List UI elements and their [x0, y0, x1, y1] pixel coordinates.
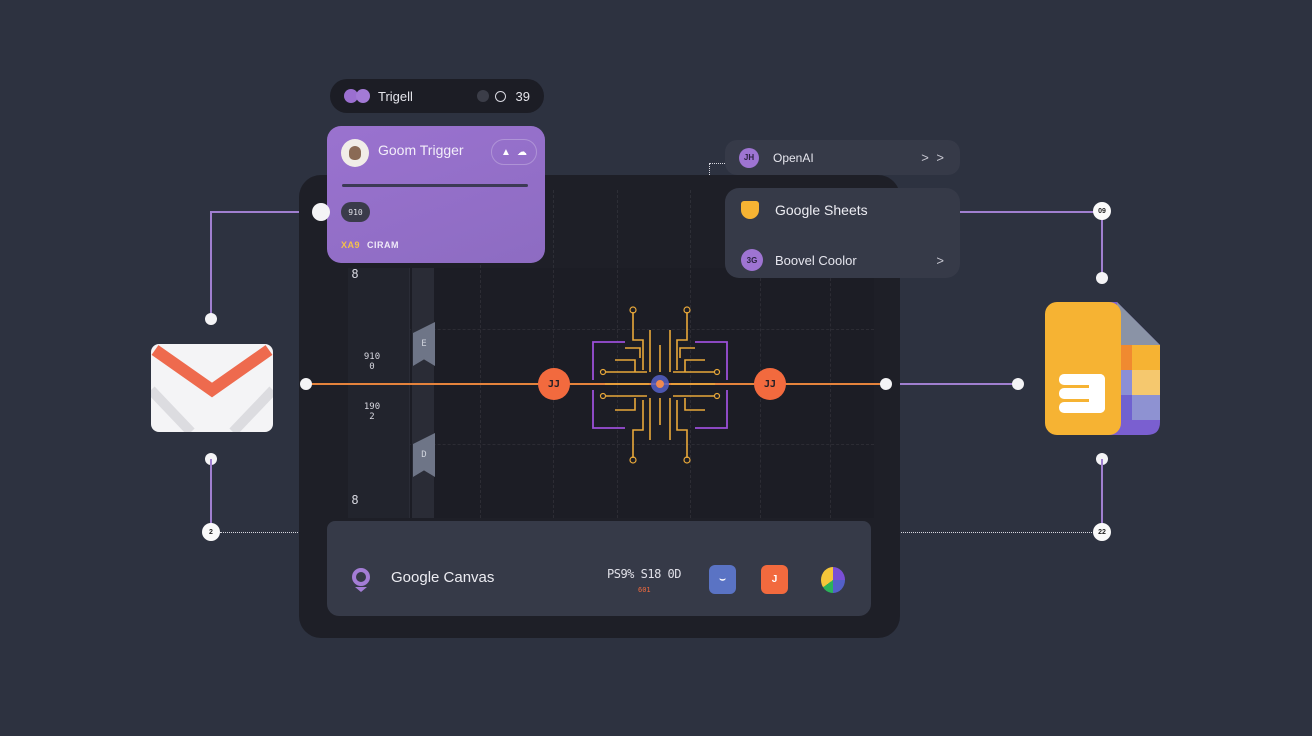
trigger-chip[interactable]: 910 — [341, 202, 370, 222]
canvas-grid-area[interactable] — [348, 268, 874, 518]
slides-input-node[interactable] — [1012, 378, 1024, 390]
gmail-icon[interactable] — [151, 344, 273, 432]
location-pin-icon — [352, 568, 370, 592]
connector-slides-badge-v — [1101, 459, 1103, 525]
canvas-label: Google Canvas — [391, 569, 495, 586]
connector-node[interactable] — [205, 313, 217, 325]
canvas-stats-sub: 601 — [638, 586, 651, 594]
ring-icon[interactable] — [494, 90, 506, 102]
rail-label-lower: 190 2 — [363, 402, 381, 422]
blue-action-button[interactable]: ⌣ — [709, 565, 736, 594]
color-label: Boovel Coolor — [775, 252, 857, 268]
grid-line — [553, 190, 554, 518]
color-row[interactable]: 3G Boovel Coolor > — [741, 249, 946, 271]
connector-sheets-slides-h — [960, 211, 1100, 213]
avatar — [341, 139, 369, 167]
openai-icon: JH — [739, 147, 759, 168]
google-slides-icon[interactable] — [1045, 302, 1160, 435]
chevron-right-icon[interactable]: > — [936, 252, 946, 268]
grid-line — [830, 268, 831, 518]
connector-node[interactable] — [1096, 272, 1108, 284]
pin-icon[interactable]: ▲ — [501, 146, 511, 158]
trigger-footer: XA9 CIRAM — [341, 240, 399, 250]
trigger-title: Goom Trigger — [378, 142, 464, 158]
grid-line — [348, 444, 874, 445]
sheets-integration-card[interactable]: Google Sheets 3G Boovel Coolor > — [725, 188, 960, 278]
rail-marker-top: 8 — [351, 267, 359, 281]
connector-processor-slides — [886, 383, 1018, 385]
cloud-icon[interactable]: ☁ — [516, 146, 527, 158]
google-sheets-icon — [741, 201, 759, 219]
connector-trigger-gmail-v — [210, 211, 212, 319]
pill-label: Trigell — [378, 88, 413, 104]
grid-line — [480, 190, 481, 518]
sheets-label: Google Sheets — [775, 202, 868, 218]
flow-node-left[interactable] — [300, 378, 312, 390]
trigger-actions: ▲ ☁ — [491, 139, 537, 165]
ai-processor-chip-icon[interactable] — [585, 300, 745, 470]
canvas-stats: PS9% S18 0D — [607, 567, 681, 581]
canvas-bottom-bar: Google Canvas PS9% S18 0D 601 ⌣ J — [327, 521, 871, 616]
chevron-right-icon[interactable]: > > — [921, 150, 946, 165]
pill-count: 39 — [515, 88, 530, 104]
trigger-output-node[interactable] — [312, 203, 330, 221]
connector-sheets-slides-v — [1101, 211, 1103, 277]
grid-line — [348, 329, 874, 330]
rail-marker-bottom: 8 — [351, 493, 359, 507]
openai-integration[interactable]: JH OpenAI > > — [725, 140, 960, 175]
step-badge-bottom-left[interactable]: 2 — [202, 523, 220, 541]
footer-text: CIRAM — [367, 240, 400, 250]
rail-handle-lower[interactable]: D — [413, 433, 435, 477]
step-badge-bottom-right[interactable]: 22 — [1093, 523, 1111, 541]
openai-label: OpenAI — [773, 150, 814, 165]
rail-label-upper: 910 0 — [363, 352, 381, 372]
processor-input-node[interactable]: JJ — [538, 368, 570, 400]
flow-line-main — [306, 383, 886, 385]
connector-trigger-gmail-h — [211, 211, 321, 213]
grid-line — [617, 190, 618, 518]
divider — [342, 184, 528, 187]
status-dot-icon — [344, 89, 358, 103]
connector-gmail-badge-v — [210, 459, 212, 525]
processor-output-node[interactable]: JJ — [754, 368, 786, 400]
toggle-icon[interactable] — [476, 90, 489, 102]
trigger-node-card[interactable]: Goom Trigger ▲ ☁ 910 XA9 CIRAM — [327, 126, 545, 263]
canvas-rail-track[interactable] — [412, 268, 434, 518]
workflow-status-pill[interactable]: Trigell 39 — [330, 79, 544, 113]
step-badge-top-right[interactable]: 09 — [1093, 202, 1111, 220]
user-face-icon — [349, 146, 361, 160]
rail-handle-upper[interactable]: E — [413, 322, 435, 366]
grid-line — [690, 190, 691, 518]
color-service-icon: 3G — [741, 249, 763, 271]
flow-node-right[interactable] — [880, 378, 892, 390]
orange-action-button[interactable]: J — [761, 565, 788, 594]
status-dot-icon — [356, 89, 370, 103]
dotted-connector-openai-top — [709, 163, 727, 164]
footer-accent: XA9 — [341, 240, 361, 250]
multicolor-app-icon[interactable] — [821, 567, 845, 593]
sheets-row[interactable]: Google Sheets — [741, 201, 946, 219]
canvas-side-rail — [348, 268, 410, 518]
